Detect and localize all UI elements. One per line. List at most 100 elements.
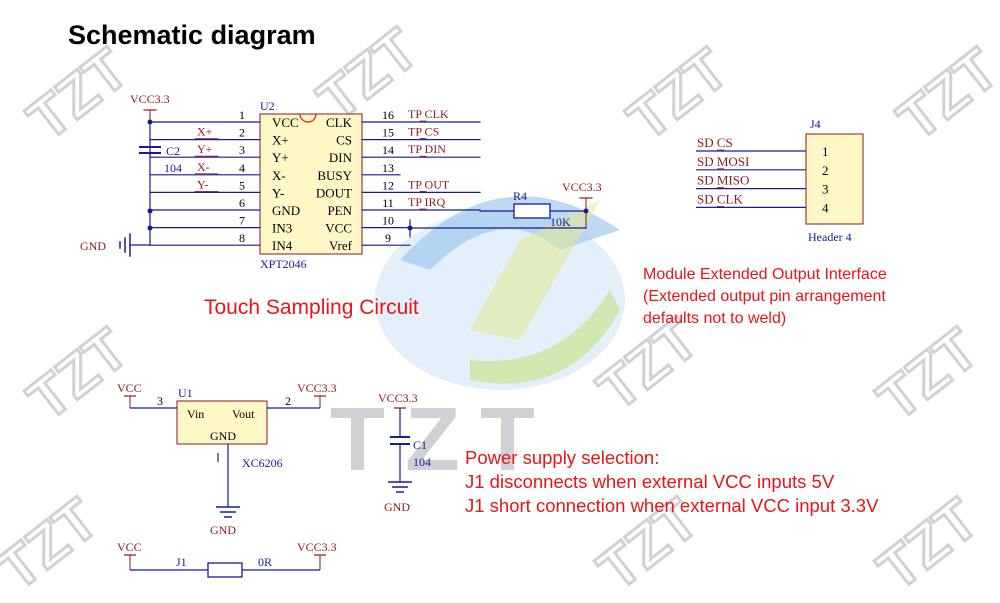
chip-pin-number: 8 [239,231,245,245]
net-label: X- [197,160,210,174]
brand-logo [375,196,625,390]
u1-in-pin: 3 [157,394,163,408]
chip-pin-number: 11 [382,196,394,210]
watermark-text: TZT [866,486,990,603]
header-net-label: SD MISO [697,173,749,188]
brand-logo-text: TZT [330,390,555,490]
chip-pin-number: 7 [239,214,245,228]
chip-pin-name: VCC [325,221,352,236]
u1-gnd: GND [210,429,236,443]
chip-pin-name: Y- [272,185,284,200]
header-pin-number: 4 [822,200,829,215]
chip-pin-name: IN4 [272,238,293,253]
r4-value: 10K [550,215,571,229]
header-net-label: SD CS [697,135,733,150]
module-note-line: Module Extended Output Interface [643,266,887,283]
r4-resistor [513,203,551,219]
chip-pin-name: VCC [272,115,299,130]
watermark-text: TZT [0,486,110,603]
chip-pin-number: 15 [382,126,394,140]
c2-ref: C2 [166,144,180,158]
touch-circuit-caption: Touch Sampling Circuit [204,296,419,319]
watermark-text: TZT [16,316,140,433]
chip-pin-name: IN3 [272,221,292,236]
gnd-label-touch: GND [80,239,106,253]
chip-pin-name: DIN [329,150,353,165]
chip-pin-name: GND [272,203,300,218]
chip-pin-number: 13 [382,161,394,175]
u1-gnd-symbol-label: GND [210,523,236,537]
chip-pin-number: 5 [239,178,245,192]
j1-vcc-label: VCC [117,540,142,554]
header-ref: J4 [810,117,821,131]
chip-pin-name: BUSY [317,168,352,183]
u1-vout: Vout [232,407,255,421]
chip-pin-number: 2 [239,126,245,140]
regulator-u1: U1 Vin Vout GND XC6206 VCC 3 VCC3.3 2 GN… [117,381,337,537]
chip-pin-name: CS [336,133,352,148]
chip-pin-number: 14 [382,143,394,157]
net-label: Y+ [197,142,213,156]
chip-pin-number: 3 [239,143,245,157]
power-note-line: Power supply selection: [465,447,660,468]
chip-pin-number: 9 [385,231,391,245]
module-output-note: Module Extended Output Interface (Extend… [643,264,887,330]
page-title: Schematic diagram [68,20,316,50]
u1-part: XC6206 [242,456,283,470]
chip-pin-name: X+ [272,133,289,148]
chip-pin-name: Vref [329,238,353,253]
c2-value: 104 [164,161,182,175]
u1-ref: U1 [178,386,193,400]
c1-value: 104 [413,455,431,469]
xc6206-chip [176,400,268,445]
net-label: X+ [197,125,213,139]
header-body [805,133,864,225]
net-label: TP OUT [408,177,450,191]
header-j4: J4 Header 4 1 SD CS 2 SD MOSI 3 SD MISO 4 SD CL… [696,117,864,244]
chip-pin-name: CLK [326,115,353,130]
c1-vcc-label: VCC3.3 [378,391,418,405]
r4-ref: R4 [513,189,527,203]
header-pin-number: 3 [822,182,829,197]
header-pin-number: 1 [822,144,829,159]
j1-ref: J1 [176,555,187,569]
vcc33-label-touch: VCC3.3 [130,92,170,106]
chip-pin-name: DOUT [316,185,352,200]
module-note-line: defaults not to weld) [643,310,787,327]
c1-ref: C1 [413,438,427,452]
svg-text:TZT: TZT [330,390,555,490]
watermark-text: TZT [866,316,990,433]
header-net-label: SD CLK [697,191,743,206]
chip-pin-number: 1 [239,108,245,122]
power-supply-note: Power supply selection: J1 disconnects w… [465,446,878,518]
chip-pin-name: Y+ [272,150,289,165]
c1-gnd-label: GND [384,500,410,514]
chip-pin-number: 10 [382,214,394,228]
watermark-text: TZT [886,36,1000,153]
u1-vcc33-label: VCC3.3 [297,381,337,395]
j1-value: 0R [258,555,272,569]
u1-out-pin: 2 [285,394,291,408]
chip-pin-number: 12 [382,178,394,192]
module-note-line: (Extended output pin arrangement [643,288,886,305]
capacitor-c1: VCC3.3 C1 104 GND [378,391,431,514]
power-note-line: J1 short connection when external VCC in… [465,495,879,516]
net-label: TP IRQ [408,195,446,209]
net-label: TP CS [408,125,439,139]
chip-pin-number: 6 [239,196,245,210]
power-note-line: J1 disconnects when external VCC inputs … [465,471,835,492]
jumper-j1: VCC VCC3.3 J1 0R [117,540,337,578]
chip-pin-name: X- [272,168,286,183]
xpt2046-chip [259,113,363,255]
vcc33-label-r4: VCC3.3 [562,180,602,194]
header-pin-number: 2 [822,163,829,178]
chip-pin-name: PEN [327,203,352,218]
chip-ref: U2 [260,99,275,113]
header-net-label: SD MOSI [697,154,749,169]
j1-vcc33-label: VCC3.3 [297,540,337,554]
u1-vcc-label: VCC [117,381,142,395]
net-label: TP DIN [408,142,446,156]
header-part: Header 4 [808,230,852,244]
